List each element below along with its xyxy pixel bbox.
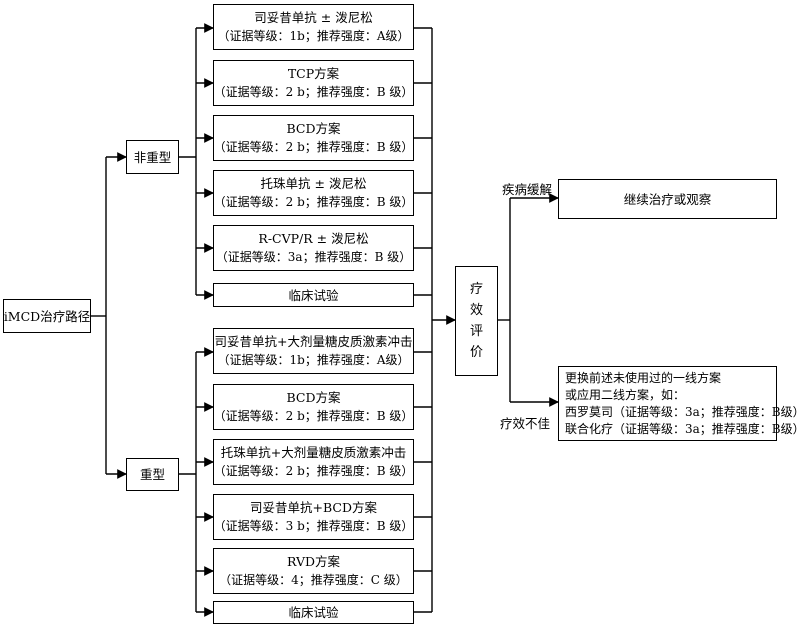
option-title: R-CVP/R ± 泼尼松 bbox=[258, 231, 369, 246]
option-title: RVD方案 bbox=[286, 554, 340, 569]
treatment-flowchart: iMCD治疗路径 非重型 重型 司妥昔单抗 ± 泼尼松 （证据等级：1b；推荐强… bbox=[3, 4, 805, 624]
option-title: 托珠单抗 ± 泼尼松 bbox=[260, 176, 367, 191]
severe-option: 临床试验 bbox=[213, 601, 414, 624]
option-evidence: （证据等级：1b；推荐强度：A级） bbox=[217, 29, 410, 43]
option-evidence: （证据等级：1b；推荐强度：A级） bbox=[217, 353, 410, 367]
option-evidence: （证据等级：3a；推荐强度：B 级） bbox=[215, 250, 412, 264]
option-evidence: （证据等级：3 b；推荐强度：B 级） bbox=[213, 519, 414, 533]
severe-option: 司妥昔单抗+大剂量糖皮质激素冲击 （证据等级：1b；推荐强度：A级） bbox=[213, 328, 414, 374]
option-title: 临床试验 bbox=[288, 605, 339, 620]
evaluation-box: 疗 效 评 价 bbox=[455, 266, 498, 376]
severe-label: 重型 bbox=[139, 467, 165, 482]
option-title: 托珠单抗+大剂量糖皮质激素冲击 bbox=[220, 445, 407, 460]
option-title: 司妥昔单抗+大剂量糖皮质激素冲击 bbox=[214, 334, 413, 349]
option-title: BCD方案 bbox=[286, 390, 341, 405]
failure-action-line: 更换前述未使用过的一线方案 bbox=[565, 370, 722, 385]
remission-action-box: 继续治疗或观察 bbox=[558, 179, 777, 219]
non-severe-option: TCP方案 （证据等级：2 b；推荐强度：B 级） bbox=[213, 60, 414, 106]
option-title: 司妥昔单抗 ± 泼尼松 bbox=[254, 10, 373, 25]
failure-action-box: 更换前述未使用过的一线方案 或应用二线方案，如： 西罗莫司（证据等级：3a；推荐… bbox=[558, 366, 805, 441]
option-evidence: （证据等级：4；推荐强度：C 级） bbox=[219, 573, 408, 587]
failure-action-line: 联合化疗（证据等级：3a；推荐强度：B级） bbox=[565, 421, 805, 436]
connector-lines bbox=[91, 23, 559, 617]
evaluation-char: 疗 bbox=[469, 282, 483, 297]
failure-action-line: 或应用二线方案，如： bbox=[565, 387, 686, 402]
severe-option: RVD方案 （证据等级：4；推荐强度：C 级） bbox=[213, 548, 414, 594]
root-label: iMCD治疗路径 bbox=[3, 308, 91, 324]
remission-action: 继续治疗或观察 bbox=[623, 191, 712, 207]
severe-option: 托珠单抗+大剂量糖皮质激素冲击 （证据等级：2 b；推荐强度：B 级） bbox=[213, 439, 414, 485]
severe-box: 重型 bbox=[126, 458, 179, 491]
non-severe-option: 临床试验 bbox=[213, 283, 414, 307]
non-severe-option: 托珠单抗 ± 泼尼松 （证据等级：2 b；推荐强度：B 级） bbox=[213, 170, 414, 216]
option-evidence: （证据等级：2 b；推荐强度：B 级） bbox=[213, 85, 414, 99]
failure-label: 疗效不佳 bbox=[500, 416, 551, 431]
remission-label: 疾病缓解 bbox=[502, 182, 553, 197]
option-title: BCD方案 bbox=[286, 121, 341, 136]
non-severe-option: R-CVP/R ± 泼尼松 （证据等级：3a；推荐强度：B 级） bbox=[213, 225, 414, 271]
option-title: 司妥昔单抗+BCD方案 bbox=[250, 500, 377, 515]
non-severe-option: 司妥昔单抗 ± 泼尼松 （证据等级：1b；推荐强度：A级） bbox=[213, 4, 414, 50]
non-severe-option: BCD方案 （证据等级：2 b；推荐强度：B 级） bbox=[213, 115, 414, 161]
severe-option: 司妥昔单抗+BCD方案 （证据等级：3 b；推荐强度：B 级） bbox=[213, 494, 414, 540]
severe-option: BCD方案 （证据等级：2 b；推荐强度：B 级） bbox=[213, 384, 414, 430]
non-severe-label: 非重型 bbox=[133, 149, 172, 165]
evaluation-char: 价 bbox=[469, 345, 483, 360]
option-evidence: （证据等级：2 b；推荐强度：B 级） bbox=[213, 140, 414, 154]
option-title: 临床试验 bbox=[288, 287, 339, 303]
option-evidence: （证据等级：2 b；推荐强度：B 级） bbox=[213, 409, 414, 423]
failure-action-line: 西罗莫司（证据等级：3a；推荐强度：B级） bbox=[565, 404, 805, 419]
option-title: TCP方案 bbox=[287, 66, 340, 81]
evaluation-char: 评 bbox=[469, 324, 483, 339]
option-evidence: （证据等级：2 b；推荐强度：B 级） bbox=[213, 464, 414, 478]
evaluation-char: 效 bbox=[469, 303, 483, 318]
option-evidence: （证据等级：2 b；推荐强度：B 级） bbox=[213, 195, 414, 209]
non-severe-box: 非重型 bbox=[126, 140, 179, 174]
root-box: iMCD治疗路径 bbox=[3, 299, 91, 333]
